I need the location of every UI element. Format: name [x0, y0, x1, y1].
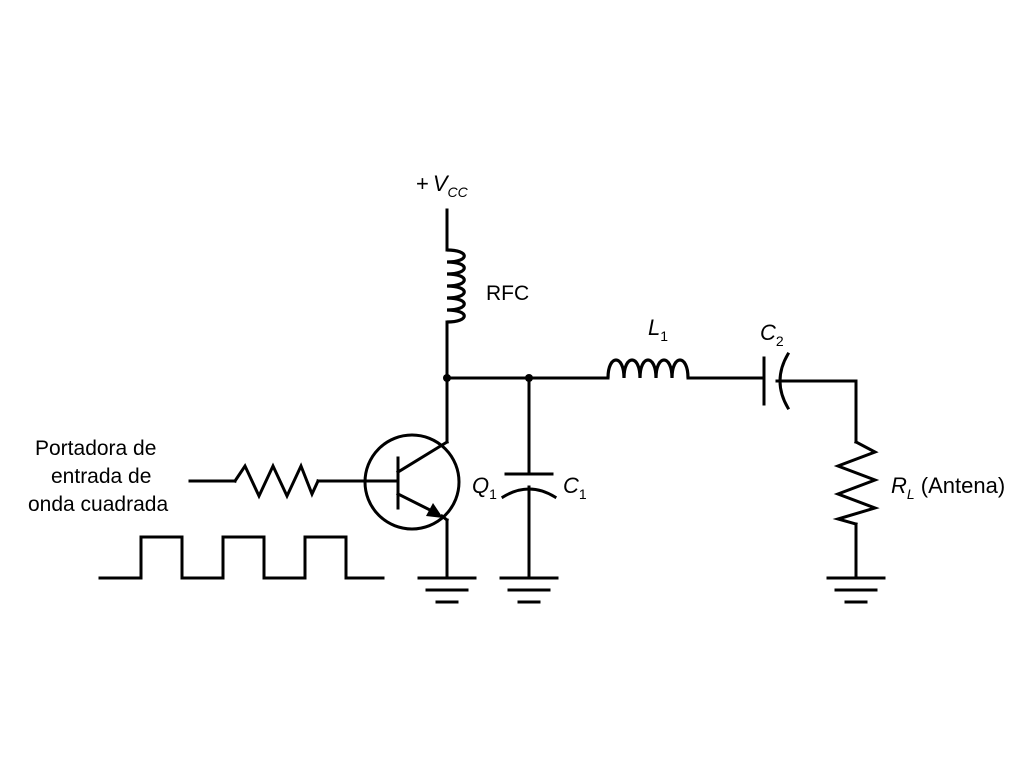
vcc-label: +VCC	[416, 171, 469, 200]
rl-label: RL (Antena)	[891, 473, 1005, 502]
ground-c1	[499, 576, 559, 604]
square-wave-signal	[98, 535, 385, 580]
l1-label: L1	[648, 315, 668, 344]
ground-emitter	[417, 576, 477, 604]
c2-label: C2	[760, 320, 784, 349]
input-label-line3: onda cuadrada	[28, 493, 168, 516]
resistor-rl	[832, 439, 880, 526]
transistor-q1	[363, 376, 461, 531]
ground-rl	[826, 576, 886, 604]
inductor-l1	[606, 358, 690, 379]
c1-label: C1	[563, 473, 587, 502]
input-label-line2: entrada de	[51, 465, 151, 488]
rfc-label: RFC	[486, 282, 529, 305]
input-label-line1: Portadora de	[35, 437, 156, 460]
base-resistor	[232, 462, 320, 500]
rfc-choke	[446, 248, 466, 324]
q1-label: Q1	[472, 473, 497, 502]
